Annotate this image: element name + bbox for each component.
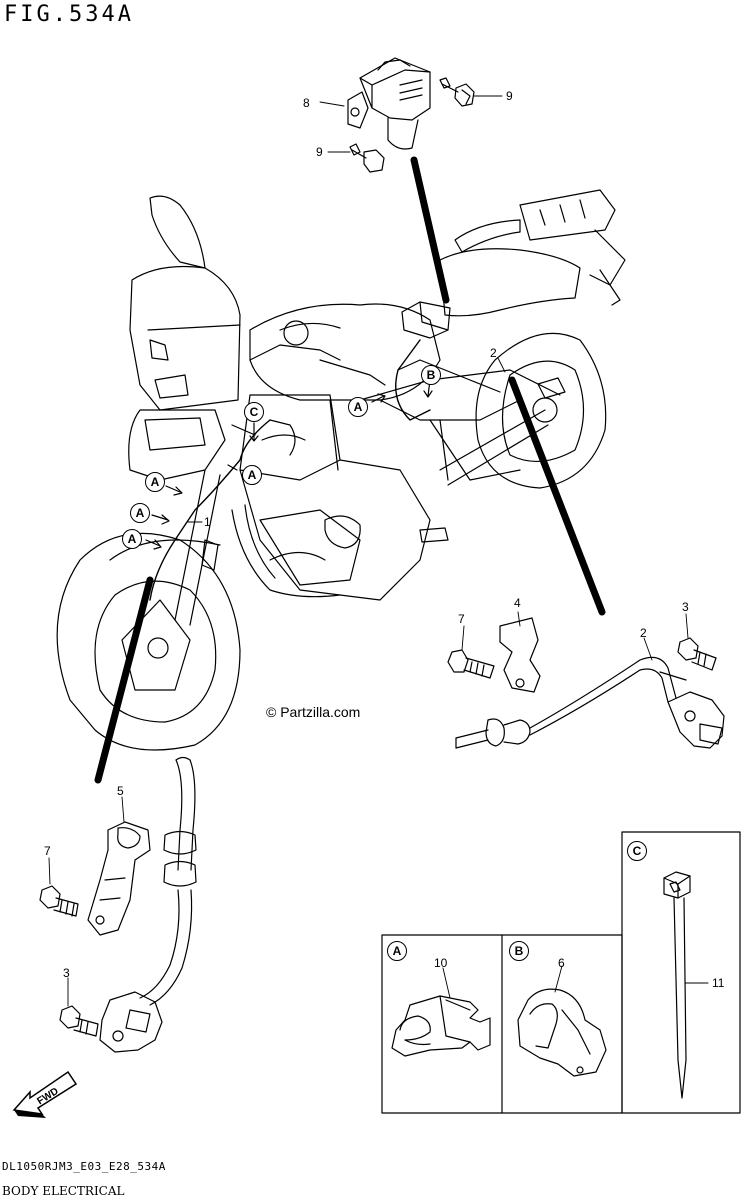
bolt-part-9-lower[interactable] [349, 143, 385, 173]
callout-3-rear[interactable]: 3 [682, 600, 689, 614]
leader-front-sensor [94, 576, 154, 784]
bracket-part-5 [87, 821, 151, 936]
marker-c-1[interactable]: C [244, 402, 264, 422]
clip-part-10[interactable] [391, 995, 491, 1057]
callout-2-detail[interactable]: 2 [640, 626, 647, 640]
panel-marker-a[interactable]: A [387, 941, 407, 961]
callout-8[interactable]: 8 [303, 96, 310, 110]
panel-marker-b[interactable]: B [509, 941, 529, 961]
clip-part-6[interactable] [517, 988, 607, 1077]
bolt-part-9-upper[interactable] [439, 77, 475, 107]
callout-5[interactable]: 5 [117, 784, 124, 798]
marker-a-1[interactable]: A [145, 472, 165, 492]
footer-subtitle: BODY ELECTRICAL [2, 1184, 125, 1198]
callout-10[interactable]: 10 [434, 956, 448, 970]
marker-a-3[interactable]: A [122, 529, 142, 549]
detail-panels [381, 831, 741, 1114]
callout-6[interactable]: 6 [558, 956, 565, 970]
bracket-part-4 [499, 617, 541, 693]
callout-11[interactable]: 11 [712, 976, 725, 990]
callout-9-upper[interactable]: 9 [506, 89, 513, 103]
copyright-text: © Partzilla.com [266, 704, 361, 720]
front-sensor-assembly [39, 756, 197, 1053]
callout-7-front[interactable]: 7 [44, 844, 51, 858]
cable-tie-part-11[interactable] [663, 871, 691, 1099]
footer-code: DL1050RJM3_E03_E28_534A [2, 1160, 166, 1173]
fwd-arrow-icon: FWD [12, 1070, 78, 1118]
marker-b-1[interactable]: B [421, 365, 441, 385]
callout-3-front[interactable]: 3 [63, 966, 70, 980]
marker-a-2[interactable]: A [130, 503, 150, 523]
callout-7-rear[interactable]: 7 [458, 612, 465, 626]
fwd-indicator: FWD [10, 1060, 80, 1125]
callout-4[interactable]: 4 [514, 596, 521, 610]
marker-a-4[interactable]: A [242, 465, 262, 485]
callout-arrows [145, 379, 433, 550]
callout-leaders [48, 95, 709, 1007]
leader-sensor [410, 156, 450, 304]
motorcycle-outline [56, 189, 626, 751]
rear-sensor-assembly [447, 617, 725, 749]
figure-title: FIG.534A [4, 2, 134, 27]
panel-marker-c[interactable]: C [627, 841, 647, 861]
callout-1[interactable]: 1 [204, 515, 211, 529]
callout-2-bike[interactable]: 2 [490, 346, 497, 360]
marker-a-5[interactable]: A [348, 397, 368, 417]
callout-9-lower[interactable]: 9 [316, 145, 323, 159]
leader-rear-sensor [508, 376, 606, 616]
sensor-module-part-8[interactable] [347, 57, 431, 150]
